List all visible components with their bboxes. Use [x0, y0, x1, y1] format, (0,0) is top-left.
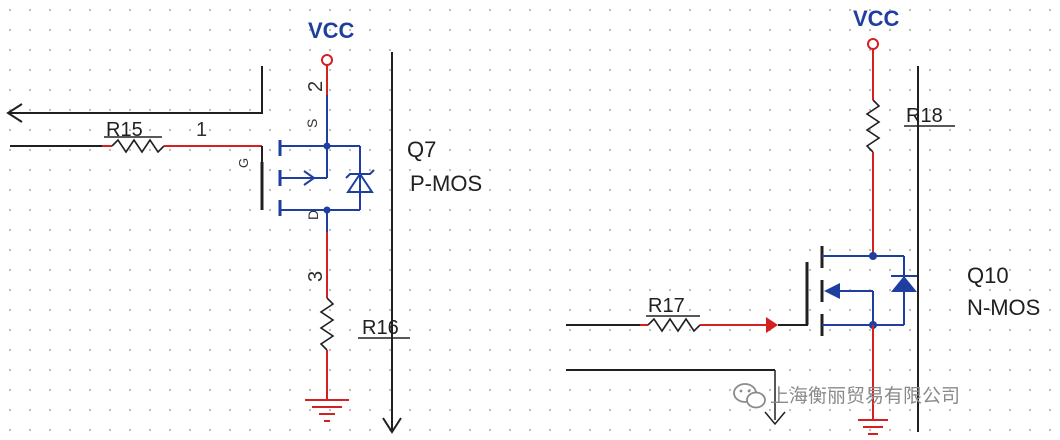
- q10-ref-label: Q10: [967, 263, 1009, 288]
- r18-resistor: [865, 99, 881, 153]
- left-pin-source-letter: S: [304, 119, 320, 128]
- left-circuit: VCC 2 S R15 1 G D: [6, 18, 482, 434]
- r18-label: R18: [906, 105, 943, 127]
- left-pin-drain-letter: D: [305, 210, 321, 220]
- r16-resistor: [319, 297, 335, 351]
- q7-type-label: P-MOS: [410, 171, 482, 196]
- left-pin-gate-letter: G: [236, 158, 251, 168]
- r15-resistor: [111, 138, 165, 154]
- watermark: 上海衡丽贸易有限公司: [733, 383, 960, 409]
- q7-body-arrow: [303, 170, 316, 186]
- left-pin-source-number: 2: [305, 81, 327, 92]
- wechat-icon: [733, 383, 766, 409]
- left-vcc-label: VCC: [308, 18, 355, 43]
- left-pin-drain-number: 3: [305, 271, 327, 282]
- r17-label: R17: [648, 295, 685, 317]
- left-input-line: [8, 66, 263, 114]
- q7-body-diode: [346, 172, 374, 193]
- r16-label: R16: [362, 317, 399, 339]
- r17-resistor: [647, 317, 701, 333]
- q10-body-arrow: [824, 283, 840, 299]
- right-gate-arrow: [766, 317, 778, 333]
- watermark-text: 上海衡丽贸易有限公司: [770, 385, 960, 407]
- left-gate-pin-number: 1: [196, 119, 207, 141]
- left-output-arrow: [382, 417, 402, 434]
- q7-ref-label: Q7: [407, 137, 436, 162]
- right-vcc-label: VCC: [853, 6, 900, 31]
- q10-type-label: N-MOS: [967, 295, 1040, 320]
- r15-label: R15: [106, 119, 143, 141]
- left-input-arrow: [6, 103, 23, 123]
- right-circuit: VCC R18 R17: [566, 6, 1040, 435]
- q10-body-diode: [891, 276, 917, 292]
